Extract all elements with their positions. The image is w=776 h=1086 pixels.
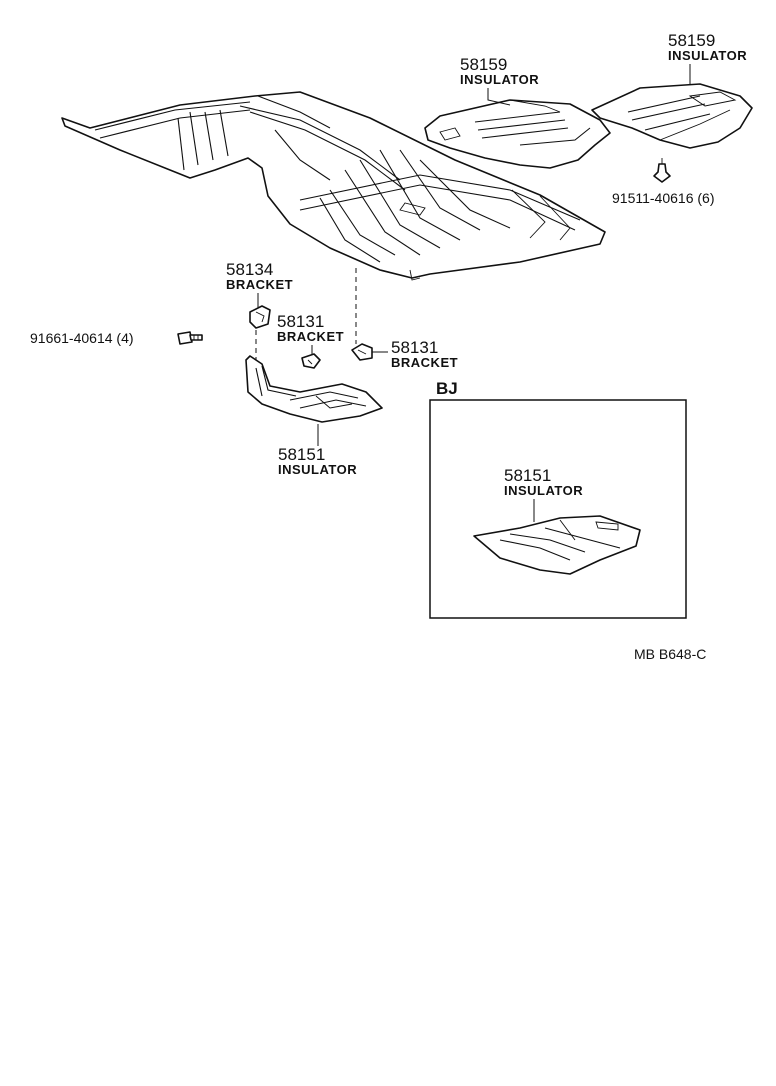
bolt-91661-part-number: 91661-40614 (4) xyxy=(30,330,134,346)
insulator-58159-left-number: 58159 xyxy=(460,55,507,74)
inset-frame xyxy=(429,399,687,619)
bracket-58134-label: BRACKET xyxy=(226,277,293,292)
diagram-code: MB B648-C xyxy=(634,646,706,662)
bracket-58131-left-icon xyxy=(301,353,321,369)
insulator-58159-left-label: INSULATOR xyxy=(460,72,539,87)
insulator-58151-lower-illustration xyxy=(245,355,383,423)
inset-insulator-label: INSULATOR xyxy=(504,483,583,498)
bracket-58131-right-number: 58131 xyxy=(391,338,438,357)
inset-insulator-58151-illustration xyxy=(473,515,641,575)
insulator-58159-left-leader xyxy=(487,88,511,106)
insulator-58159-right-label: INSULATOR xyxy=(668,48,747,63)
bracket-58134-icon xyxy=(249,305,271,329)
clip-91511-icon xyxy=(653,158,671,183)
bracket-58131-right-icon xyxy=(351,343,373,361)
bolt-91661-icon xyxy=(177,331,203,345)
bracket-58131-left-number: 58131 xyxy=(277,312,324,331)
floor-pan-illustration xyxy=(61,91,606,281)
insulator-58159-upper-right-illustration xyxy=(591,83,753,149)
insulator-58159-right-number: 58159 xyxy=(668,31,715,50)
insulator-58151-lower-label: INSULATOR xyxy=(278,462,357,477)
inset-insulator-number: 58151 xyxy=(504,466,551,485)
bracket-58131-right-label: BRACKET xyxy=(391,355,458,370)
insulator-58151-lower-number: 58151 xyxy=(278,445,325,464)
insulator-58159-upper-left-illustration xyxy=(424,99,611,169)
clip-91511-part-number: 91511-40616 (6) xyxy=(612,190,714,206)
inset-label: BJ xyxy=(436,379,458,398)
bracket-58131-left-label: BRACKET xyxy=(277,329,344,344)
bracket-58134-number: 58134 xyxy=(226,260,273,279)
